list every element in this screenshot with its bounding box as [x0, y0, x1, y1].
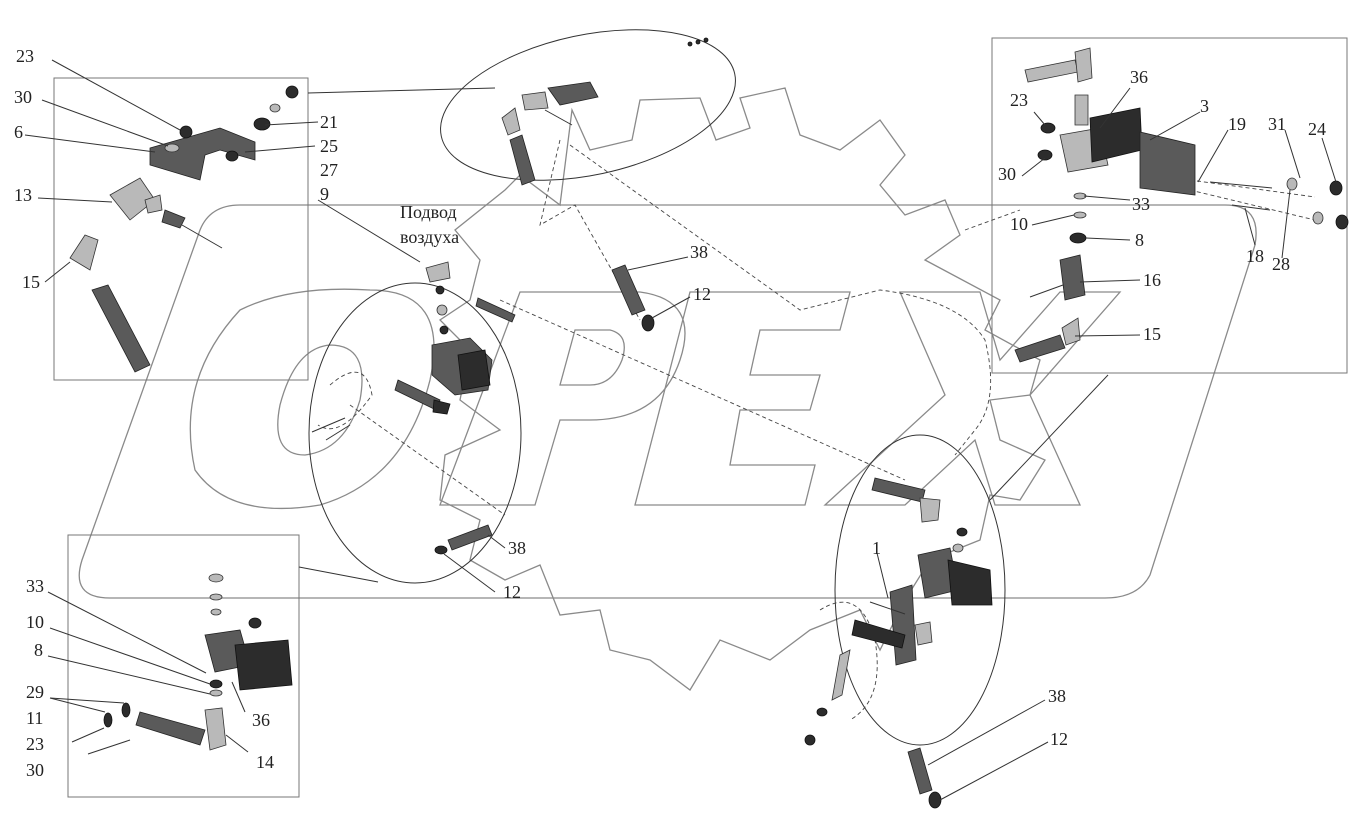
- callout-label: 15: [1143, 324, 1161, 344]
- callout-label: 38: [1048, 686, 1066, 706]
- detail-box-top-left: [53, 77, 309, 381]
- callout-label: 23: [1010, 90, 1028, 110]
- callout-label: 30: [998, 164, 1016, 184]
- watermark-band: [78, 204, 1257, 599]
- hose-bottom-right: [907, 747, 942, 809]
- callout-label: 29: [26, 682, 44, 702]
- callout-label: 18: [1246, 246, 1264, 266]
- watermark-letter-x: [823, 291, 1122, 506]
- hose-center: [611, 264, 655, 332]
- zone-ellipse-right: [834, 434, 1006, 746]
- callout-label: 24: [1308, 119, 1326, 139]
- dashed-loop-left: [317, 371, 373, 430]
- bracket-part-tl: [69, 85, 299, 373]
- watermark-logo: [78, 87, 1257, 691]
- callout-label: 25: [320, 136, 338, 156]
- callout-label: 38: [508, 538, 526, 558]
- callout-label: 28: [1272, 254, 1290, 274]
- dashed-path: [1189, 179, 1316, 221]
- callout-label: 33: [26, 576, 44, 596]
- callout-label: 16: [1143, 270, 1161, 290]
- dashed-path: [349, 404, 506, 516]
- callout-label: 31: [1268, 114, 1286, 134]
- connector-line: [307, 87, 496, 94]
- air-supply-label-line2: воздуха: [400, 227, 459, 247]
- callout-label: 10: [1010, 214, 1028, 234]
- callout-label: 14: [256, 752, 274, 772]
- dashed-loop-right: [819, 601, 878, 721]
- callout-label: 38: [690, 242, 708, 262]
- callout-label: 11: [26, 708, 43, 728]
- callout-label: 8: [1135, 230, 1144, 250]
- callout-label: 12: [693, 284, 711, 304]
- callout-label: 10: [26, 612, 44, 632]
- callout-label: 23: [26, 734, 44, 754]
- callout-label: 33: [1132, 194, 1150, 214]
- callout-label: 19: [1228, 114, 1246, 134]
- callout-label: 12: [503, 582, 521, 602]
- callout-label: 30: [26, 760, 44, 780]
- zone-ellipse-top: [440, 29, 736, 181]
- detail-box-top-right: [991, 37, 1348, 374]
- parts-box-top-right: [1014, 47, 1349, 363]
- callout-label: 15: [22, 272, 40, 292]
- detail-box-bottom-left: [67, 534, 300, 798]
- zone-ellipse-left: [308, 282, 522, 584]
- connector-line: [989, 374, 1109, 501]
- callout-label: 27: [320, 160, 338, 180]
- dashed-path: [964, 209, 1021, 231]
- air-supply-label-line1: Подвод: [400, 202, 457, 222]
- parts-left-zone: [311, 261, 516, 555]
- callout-label: 23: [16, 46, 34, 66]
- parts-box-bottom-left: [71, 573, 293, 755]
- air-supply-label: Подвод воздуха: [400, 202, 459, 247]
- callout-label: 12: [1050, 729, 1068, 749]
- watermark-letter-p: [439, 291, 686, 506]
- callout-label: 3: [1200, 96, 1209, 116]
- parts-right-zone: [804, 477, 993, 746]
- callout-label: 36: [1130, 67, 1148, 87]
- callout-label: 9: [320, 184, 329, 204]
- connector-line: [298, 566, 379, 583]
- dashed-path: [539, 139, 641, 321]
- watermark-letter-e: [634, 291, 851, 506]
- dashed-path: [569, 144, 992, 456]
- dashed-path: [499, 299, 906, 481]
- callout-label: 36: [252, 710, 270, 730]
- callout-label: 21: [320, 112, 338, 132]
- callout-label: 8: [34, 640, 43, 660]
- callout-label: 1: [872, 538, 881, 558]
- callout-labels: 23 30 6 13 15 21 25 27 9 38 12 38 12 36 …: [14, 46, 1326, 780]
- parts-top-zone: [501, 37, 709, 186]
- callout-label: 30: [14, 87, 32, 107]
- leader-lines: [24, 59, 1337, 801]
- callout-label: 6: [14, 122, 23, 142]
- callout-label: 13: [14, 185, 32, 205]
